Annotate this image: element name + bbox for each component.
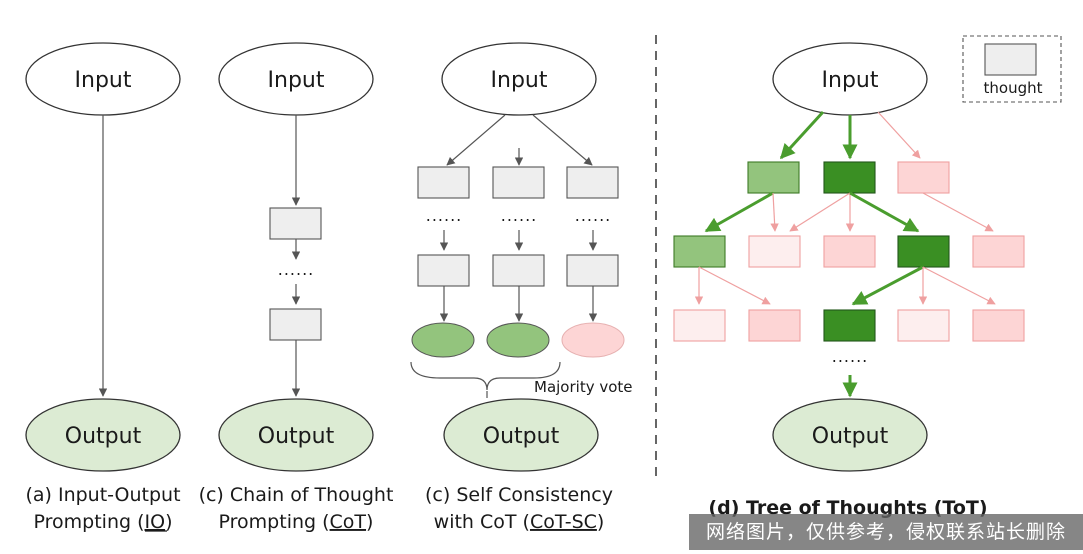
tot-l2-c — [823, 235, 876, 268]
tot-l3-b — [748, 309, 801, 342]
tot-l2-e — [972, 235, 1025, 268]
io-caption-line1: (a) Input-Output — [25, 484, 180, 506]
sc-thought-c2 — [566, 254, 619, 287]
sc-majority-vote-label: Majority vote — [534, 378, 633, 396]
cot-panel: Input ...... Output (c) Chain of Thought… — [199, 42, 394, 533]
sc-thought-a2 — [417, 254, 470, 287]
sc-ellipsis-c: ...... — [575, 206, 612, 225]
tot-edge-l2d-l3c — [851, 265, 924, 306]
cot-input-label: Input — [268, 68, 325, 93]
cot-output-node — [218, 398, 374, 472]
tot-output-node — [772, 398, 928, 472]
tot-l2-a — [673, 235, 726, 268]
tot-caption: (d) Tree of Thoughts (ToT) — [708, 497, 987, 519]
sc-caption-line2: with CoT (CoT-SC) — [434, 511, 605, 533]
io-caption-line2: Prompting (IO) — [34, 511, 173, 533]
tot-edge-l1c-l2e — [922, 192, 994, 232]
cot-thought-box-1 — [269, 207, 322, 240]
tot-ellipsis: ...... — [832, 347, 869, 366]
tot-l3-a — [673, 309, 726, 342]
tot-l2-b — [748, 235, 801, 268]
sc-ellipsis-a: ...... — [426, 206, 463, 225]
io-input-label: Input — [75, 68, 132, 93]
sc-arrow-top-left — [446, 114, 506, 166]
tot-edge-l1a-l2b — [770, 192, 779, 232]
io-panel: Input Output (a) Input-Output Prompting … — [25, 42, 181, 533]
tot-edge-l2a-l3b — [698, 266, 771, 305]
sc-answer-c — [561, 322, 625, 358]
sc-output-node — [443, 398, 599, 472]
sc-arrow-top-right — [532, 114, 593, 166]
tot-l1-b — [823, 161, 876, 194]
legend-thought-box — [984, 43, 1037, 76]
cot-output-label: Output — [258, 424, 335, 449]
sc-thought-b2 — [492, 254, 545, 287]
sc-caption-line1: (c) Self Consistency — [425, 484, 613, 506]
cot-caption-line2: Prompting (CoT) — [219, 511, 374, 533]
tot-l3-d — [897, 309, 950, 342]
tot-l1-c — [897, 161, 950, 194]
sc-thought-c1 — [566, 166, 619, 199]
tot-l1-a — [747, 161, 800, 194]
cot-ellipsis: ...... — [278, 260, 315, 279]
sc-thought-a1 — [417, 166, 470, 199]
tot-edge-l2d-l3e — [922, 266, 996, 305]
tot-output-label: Output — [812, 424, 889, 449]
io-output-label: Output — [65, 424, 142, 449]
sc-panel: Input ...... ...... ...... Majority vote… — [410, 42, 633, 533]
tot-panel: thought Input ...... — [673, 35, 1062, 519]
tot-input-label: Input — [822, 68, 879, 93]
cot-thought-box-2 — [269, 308, 322, 341]
io-output-node — [25, 398, 181, 472]
tot-l3-e — [972, 309, 1025, 342]
sc-output-label: Output — [483, 424, 560, 449]
sc-answer-a — [411, 322, 475, 358]
sc-answer-b — [486, 322, 550, 358]
tot-edge-in-l1a — [779, 110, 825, 160]
sc-thought-b1 — [492, 166, 545, 199]
sc-ellipsis-b: ...... — [501, 206, 538, 225]
tot-edge-in-l1c — [877, 111, 921, 159]
watermark-banner: 网络图片，仅供参考，侵权联系站长删除 — [689, 514, 1083, 550]
tot-edge-l1b-l2b — [789, 192, 851, 232]
legend-thought-label: thought — [984, 79, 1043, 97]
tot-edge-l1b-l2d — [849, 191, 920, 233]
tot-edge-l1a-l2a — [704, 191, 774, 233]
sc-majority-brace — [410, 361, 561, 391]
cot-caption-line1: (c) Chain of Thought — [199, 484, 394, 506]
sc-input-label: Input — [491, 68, 548, 93]
tot-l2-d — [897, 235, 950, 268]
sc-input-node — [441, 42, 597, 116]
tot-l3-c — [823, 309, 876, 342]
